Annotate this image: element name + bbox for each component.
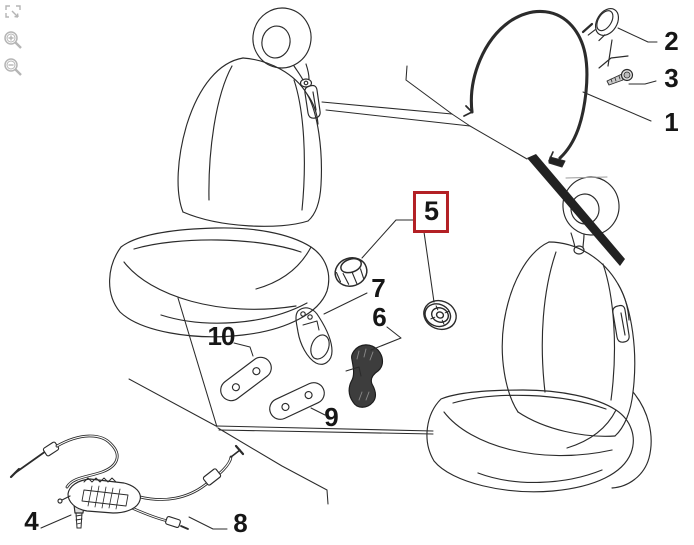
callout-9[interactable]: 9	[324, 402, 339, 432]
callout-6[interactable]: 6	[372, 302, 387, 332]
right-seat-drawing	[426, 176, 652, 493]
part-2-cap-drawing	[587, 8, 629, 69]
callout-3[interactable]: 3	[664, 63, 679, 93]
part-10-plate-drawing	[220, 356, 272, 402]
leader-lines	[40, 27, 658, 530]
callout-1[interactable]: 1	[664, 107, 679, 137]
zoom-in-icon	[3, 30, 22, 49]
callout-4[interactable]: 4	[24, 506, 39, 536]
part-9-plate-drawing	[269, 382, 325, 420]
part-3-screw-drawing	[606, 68, 634, 86]
part-6-handle-drawing	[348, 344, 384, 408]
part-5-knobs-drawing	[334, 257, 457, 331]
pan-select-button[interactable]	[2, 2, 24, 24]
callout-7[interactable]: 7	[371, 273, 386, 303]
part-7-handle-drawing	[295, 307, 333, 365]
viewer-toolbar	[2, 2, 24, 78]
part-1-cable-drawing	[463, 9, 594, 168]
pan-select-icon	[4, 4, 21, 18]
callout-10[interactable]: 10	[207, 321, 236, 351]
part-8-cable-assembly-drawing	[9, 434, 245, 530]
callout-2[interactable]: 2	[664, 26, 679, 56]
callout-5-highlighted[interactable]: 5	[412, 191, 450, 233]
zoom-in-button[interactable]	[2, 29, 24, 51]
zoom-out-icon	[3, 57, 22, 76]
pointer-arrow	[527, 154, 625, 266]
left-seat-drawing	[109, 7, 330, 338]
callout-8[interactable]: 8	[233, 508, 248, 538]
zoom-out-button[interactable]	[2, 56, 24, 78]
